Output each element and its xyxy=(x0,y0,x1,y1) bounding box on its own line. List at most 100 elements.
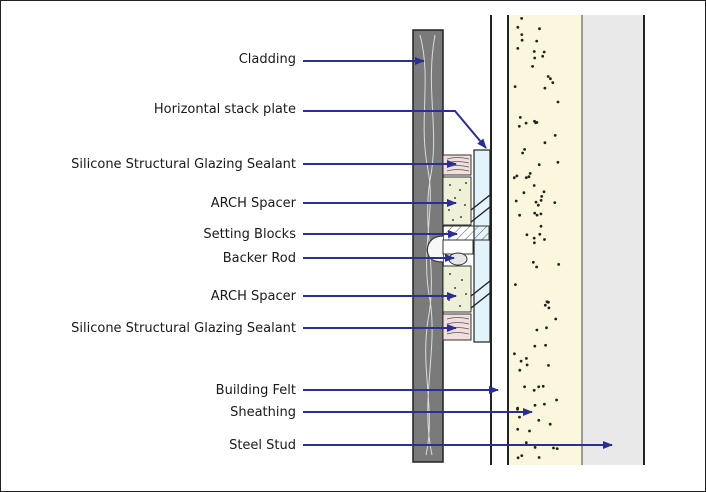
sheathing-dot xyxy=(523,385,526,389)
sheathing-dot xyxy=(551,81,555,84)
sheathing-dot xyxy=(522,191,526,195)
sheathing-dot xyxy=(514,283,517,286)
sheathing-dot xyxy=(516,456,520,460)
sheathing-dot xyxy=(539,212,543,216)
sheathing-dot xyxy=(539,199,543,202)
sheathing-dot xyxy=(542,50,546,54)
sheathing-dot xyxy=(533,344,537,348)
label-building-felt: Building Felt xyxy=(216,383,296,398)
sheathing-dot xyxy=(555,447,559,450)
sheathing-dot xyxy=(540,195,544,198)
sheathing-dot xyxy=(555,398,558,402)
sheathing-dot xyxy=(520,38,524,42)
label-sheathing: Sheathing xyxy=(230,405,296,420)
label-cladding: Cladding xyxy=(239,52,296,67)
arch-spacer-top xyxy=(442,176,472,226)
sheathing-dot xyxy=(535,265,538,269)
sheathing-dot xyxy=(545,300,549,304)
sheathing-dot xyxy=(518,116,522,119)
sheathing-dot xyxy=(556,100,560,104)
sheathing-dot xyxy=(517,124,521,128)
sheathing-dot xyxy=(521,151,524,155)
sheathing-dot xyxy=(514,199,518,203)
label-arch-spacer-top: ARCH Spacer xyxy=(211,196,297,211)
sheathing-dot xyxy=(543,402,546,406)
sheathing-dot xyxy=(541,384,545,388)
sheathing-dot xyxy=(533,211,537,215)
sheathing-dot xyxy=(535,328,539,332)
sheathing-dot xyxy=(553,134,557,137)
sheathing-dot xyxy=(524,176,528,180)
arch-spacer-top-dots xyxy=(448,182,467,221)
sheathing-dot xyxy=(542,190,546,194)
sheathing-dot xyxy=(518,213,521,217)
sheathing-dot xyxy=(545,326,548,330)
sheathing-dot xyxy=(532,50,536,53)
sheathing-dot xyxy=(528,429,531,433)
sheathing-dot xyxy=(525,233,529,237)
sheathing-dot xyxy=(543,86,547,90)
sheathing-dot xyxy=(525,357,528,360)
sheathing-dot xyxy=(552,446,555,450)
sheathing-dot xyxy=(532,236,536,240)
sheathing-dot xyxy=(520,33,524,36)
sheathing-dot xyxy=(536,203,540,207)
joint-gap xyxy=(442,239,474,255)
arch-spacer-bottom-dots xyxy=(448,273,467,307)
sheathing-dot xyxy=(527,175,531,179)
sheathing-dot xyxy=(537,163,541,167)
sheathing-dot xyxy=(524,121,528,125)
sheathing-dot xyxy=(516,427,520,431)
label-arch-spacer-bottom: ARCH Spacer xyxy=(211,289,297,304)
sheathing-dot xyxy=(537,418,541,422)
arrow-stack-plate xyxy=(303,110,487,149)
sheathing-dot xyxy=(549,77,552,81)
label-steel-stud: Steel Stud xyxy=(229,438,296,453)
sheathing-dot xyxy=(531,65,534,68)
sheathing-dot xyxy=(516,407,519,411)
sheathing-dot xyxy=(532,388,536,392)
sheathing-dot xyxy=(518,368,522,372)
sheathing-dot xyxy=(537,456,541,459)
sealant-bottom-lines xyxy=(446,317,470,335)
sheathing-dot xyxy=(524,441,528,445)
sheathing-dot xyxy=(546,75,550,78)
sheathing-dot xyxy=(533,241,536,245)
sheathing-dot xyxy=(532,184,536,187)
sheathing-dot xyxy=(519,359,523,363)
sheathing-dots xyxy=(512,17,561,460)
glazing-panel xyxy=(473,149,491,343)
glazing-diagonals xyxy=(470,194,491,309)
label-setting-blocks: Setting Blocks xyxy=(203,227,296,242)
sheathing-dot xyxy=(512,176,516,180)
sheathing-dot xyxy=(543,238,546,241)
sheathing-dot xyxy=(515,174,519,178)
label-horizontal-stack-plate: Horizontal stack plate xyxy=(154,102,296,117)
sheathing-dot xyxy=(534,200,538,204)
sheathing-dot xyxy=(531,260,535,264)
arch-spacer-bottom xyxy=(442,265,472,313)
sheathing-dot xyxy=(538,27,541,31)
sheathing-dot xyxy=(547,364,550,367)
sheathing-dot xyxy=(538,232,542,236)
leader-arrows xyxy=(303,57,613,449)
sheathing-dot xyxy=(520,17,523,20)
steel-stud xyxy=(582,15,644,465)
label-backer-rod: Backer Rod xyxy=(223,251,296,266)
sheathing-dot xyxy=(556,160,560,164)
label-sealant-bottom: Silicone Structural Glazing Sealant xyxy=(71,321,296,336)
sheathing-dot xyxy=(520,454,524,457)
sheathing-dot xyxy=(541,54,545,58)
sheathing-dot xyxy=(553,201,557,205)
sheathing-dot xyxy=(516,25,520,29)
sheathing-dot xyxy=(525,363,529,367)
sheathing-dot xyxy=(516,47,520,50)
sheathing-dot xyxy=(543,141,547,145)
sheathing-dot xyxy=(537,385,541,389)
sheathing-dot xyxy=(533,446,537,449)
sheathing-dot xyxy=(533,403,537,407)
sheathing-dot xyxy=(528,172,532,175)
sheathing-dot xyxy=(513,85,517,88)
sealant-top-lines xyxy=(446,157,470,172)
